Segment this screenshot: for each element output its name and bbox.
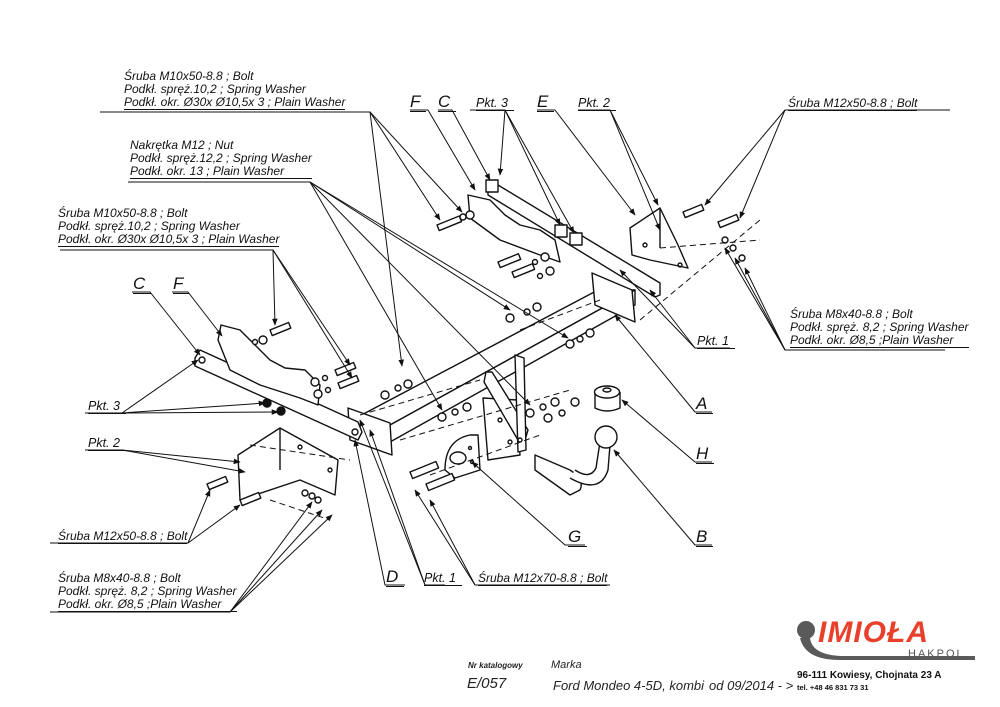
left-side-bar [194,349,363,441]
part-label-g: G [568,528,588,547]
leader-lines [50,109,950,613]
callout-line: Śruba M12x50-8.8 ; Bolt [788,96,918,111]
callout-line: Podkł. spręż. 8,2 ; Spring Washer [58,584,237,598]
company-address: 96-111 Kowiesy, Chojnata 23 A [797,670,942,681]
part-label-b: B [696,528,714,547]
vehicle-model: Ford Mondeo 4-5D, kombi [553,678,705,693]
point-label-pkt1-right: Pkt. 1 [697,334,735,349]
callout-line: Śruba M12x70-8.8 ; Bolt [478,571,608,586]
left-profile-plate [217,324,321,406]
part-label-h: H [696,445,715,464]
fasteners [206,203,746,507]
center-bracket [482,354,529,461]
brand-label: Marka [551,659,582,671]
bolt-m12x70 [409,460,456,492]
callout-line: Śruba M8x40-8.8 ; Bolt [790,307,913,321]
company-logo-name: IMIOŁA [818,616,929,649]
catalog-number-label: Nr katalogowy [468,661,523,670]
right-angle-bracket [629,207,689,269]
callout-line: Podkł. spręż. 8,2 ; Spring Washer [790,320,969,334]
point-label-pkt2-top: Pkt. 2 [578,96,616,111]
callout-line: Podkł. okr. Ø8,5 ;Plain Washer [58,598,237,612]
point-label-pkt1-bottom: Pkt. 1 [424,571,462,586]
company-phone: tel. +48 46 831 73 31 [797,683,869,692]
part-label-f-top: F [410,93,427,112]
callout-line: Śruba M12x50-8.8 ; Bolt [58,529,188,544]
callout-left-bolt-group: Śruba M10x50-8.8 ; Bolt Podkł. spręż.10,… [58,206,280,247]
point-label-pkt3-left: Pkt. 3 [88,399,126,414]
socket-plate-g [444,434,481,479]
callout-top-right-bolt: Śruba M12x50-8.8 ; Bolt [788,96,918,111]
assembly-dashed-lines [249,219,761,521]
callout-line: Śruba M10x50-8.8 ; Bolt [58,206,188,220]
callout-right-m8-group: Śruba M8x40-8.8 ; Bolt Podkł. spręż. 8,2… [790,308,969,348]
callout-nut-group: Nakrętka M12 ; Nut Podkł. spręż.12,2 ; S… [130,139,312,179]
part-label-f-left: F [173,275,190,294]
left-angle-bracket [237,427,339,501]
callout-bottom-center-bolt: Śruba M12x70-8.8 ; Bolt [478,571,608,586]
point-label-pkt3-top: Pkt. 3 [476,96,514,111]
catalog-number-value: E/057 [467,675,507,692]
callout-line: Podkł. okr. 13 ; Plain Washer [130,165,312,179]
company-logo-graphic [797,621,975,660]
tow-ball-neck-b [534,425,618,496]
callout-line: Podkł. okr. Ø8,5 ;Plain Washer [790,334,969,348]
part-label-a: A [696,395,714,414]
callout-top-left-bolt-group: Śruba M10x50-8.8 ; Bolt Podkł. spręż.10,… [124,69,346,110]
callout-line: Podkł. okr. Ø30x Ø10,5x 3 ; Plain Washer [58,232,280,247]
part-label-e: E [537,93,555,112]
part-label-c-top: C [438,93,457,112]
callout-line: Podkł. spręż.10,2 ; Spring Washer [58,219,240,233]
callout-bottom-left-bolt: Śruba M12x50-8.8 ; Bolt [58,529,188,544]
ball-cap-h [593,385,621,412]
callout-line: Podkł. okr. Ø30x Ø10,5x 3 ; Plain Washer [124,95,346,110]
part-label-d: D [386,568,405,587]
right-profile-plate [467,194,561,263]
point-label-pkt2-left: Pkt. 2 [88,436,126,451]
callout-line: Podkł. spręż.10,2 ; Spring Washer [124,82,306,96]
part-label-c-left: C [133,275,152,294]
right-top-side-bar [485,179,661,298]
callout-bottom-left-m8-group: Śruba M8x40-8.8 ; Bolt Podkł. spręż. 8,2… [58,572,237,612]
callout-line: Śruba M8x40-8.8 ; Bolt [58,571,181,585]
company-logo-sub: HAKPOL [908,648,965,660]
callout-line: Podkł. spręż.12,2 ; Spring Washer [130,151,312,165]
callout-line: Nakrętka M12 ; Nut [130,138,234,152]
production-period: od 09/2014 - > [709,678,794,693]
callout-line: Śruba M10x50-8.8 ; Bolt [124,69,254,83]
